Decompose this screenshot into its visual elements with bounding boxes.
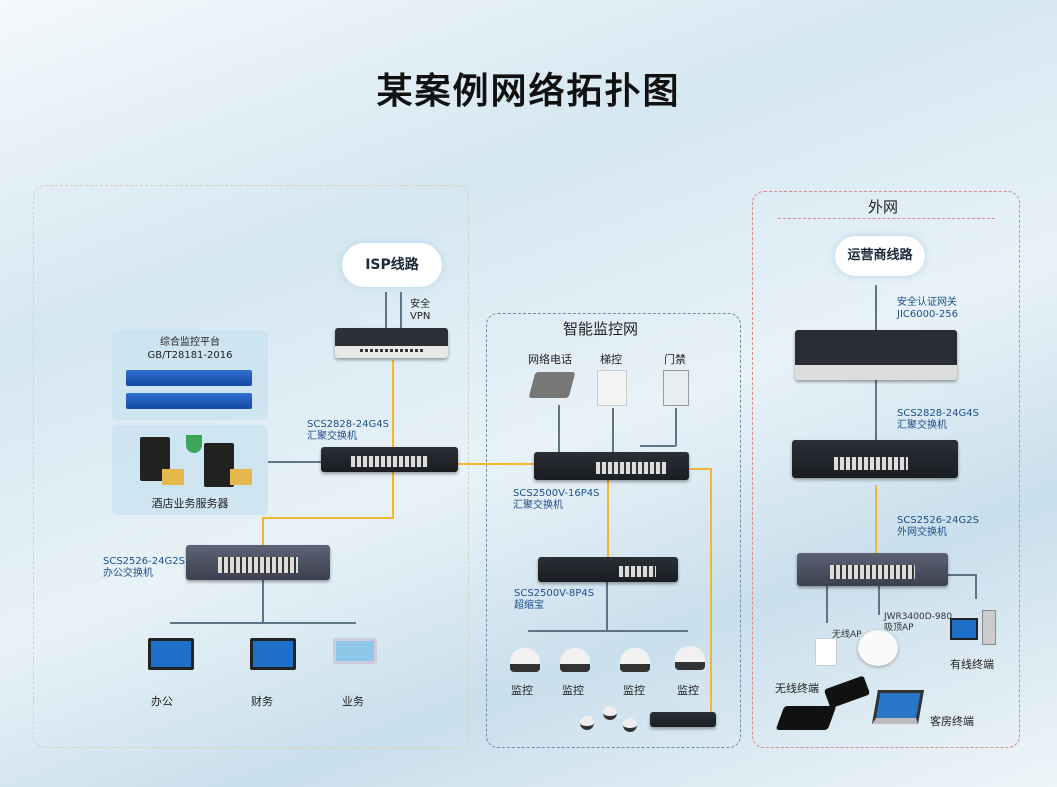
page-title: 某案例网络拓扑图 xyxy=(376,71,681,112)
isp-cloud: ISP线路 xyxy=(342,243,442,287)
vpn-router xyxy=(335,328,448,358)
camera-label: 监控 xyxy=(677,684,699,697)
ip-phone-icon xyxy=(528,372,576,398)
camera-label: 监控 xyxy=(511,684,533,697)
link xyxy=(975,574,977,599)
terminal-label: 办公 xyxy=(151,695,173,708)
link xyxy=(878,585,880,615)
ext-agg-switch xyxy=(792,440,958,478)
divider xyxy=(778,218,995,219)
wireless-terminal-label: 无线终端 xyxy=(775,682,819,695)
link xyxy=(385,292,387,328)
auth-gateway xyxy=(795,330,957,380)
link xyxy=(606,582,608,630)
surveillance-zone xyxy=(486,313,741,748)
platform-panel: 综合监控平台 GB/T28181-2016 xyxy=(112,330,268,420)
link xyxy=(612,408,614,452)
terminal-label: 财务 xyxy=(251,695,273,708)
internal-zone xyxy=(33,185,469,748)
elevator-control-icon xyxy=(597,370,627,406)
camera-icon xyxy=(510,648,540,672)
link xyxy=(689,468,711,470)
link xyxy=(262,517,264,545)
link xyxy=(558,405,560,452)
link xyxy=(170,622,356,624)
camera-icon xyxy=(675,646,705,670)
server-icon xyxy=(204,443,234,487)
link xyxy=(710,468,712,718)
poe-switch xyxy=(538,557,678,582)
link xyxy=(400,292,402,328)
camera-label: 监控 xyxy=(562,684,584,697)
external-zone-header: 外网 xyxy=(868,198,899,216)
device-label: 门禁 xyxy=(664,353,686,366)
link xyxy=(948,574,976,576)
ext-switch xyxy=(797,553,948,586)
device-label: 梯控 xyxy=(600,353,622,366)
camera-icon xyxy=(620,648,650,672)
core-switch xyxy=(321,447,458,472)
link xyxy=(826,585,828,623)
platform-standard: GB/T28181-2016 xyxy=(147,350,233,361)
terminal-label: 业务 xyxy=(342,695,364,708)
platform-label: 综合监控平台 xyxy=(160,337,220,348)
shield-icon xyxy=(186,435,202,453)
folder-icon xyxy=(230,469,252,485)
monitor-icon xyxy=(148,638,194,670)
link xyxy=(607,480,609,557)
wired-terminal-label: 有线终端 xyxy=(950,658,994,671)
laptop-icon xyxy=(872,690,924,724)
carrier-label: 运营商线路 xyxy=(847,248,913,263)
guest-terminal-label: 客房终端 xyxy=(930,715,974,728)
external-zone xyxy=(752,191,1020,748)
servers-label: 酒店业务服务器 xyxy=(151,497,229,510)
camera-icon xyxy=(623,718,637,732)
servers-panel: 酒店业务服务器 xyxy=(112,425,268,515)
link xyxy=(528,630,688,632)
nvr xyxy=(650,712,716,727)
ceiling-ap-icon xyxy=(858,630,898,666)
link xyxy=(875,485,877,553)
kiosk-icon xyxy=(333,638,377,664)
camera-icon xyxy=(560,648,590,672)
office-switch xyxy=(186,545,330,580)
tablet-icon xyxy=(775,706,837,730)
folder-icon xyxy=(162,469,184,485)
link xyxy=(875,380,877,440)
access-control-icon xyxy=(663,370,689,406)
isp-label: ISP线路 xyxy=(365,257,419,273)
carrier-cloud: 运营商线路 xyxy=(835,236,925,276)
surveillance-agg-switch xyxy=(534,452,689,480)
link xyxy=(675,408,677,446)
wireless-ap-icon xyxy=(815,638,837,666)
pc-tower-icon xyxy=(982,610,996,645)
camera-icon xyxy=(603,706,617,720)
link xyxy=(458,463,534,465)
desktop-icon xyxy=(950,618,978,640)
server-rack-icon xyxy=(126,393,252,409)
surveillance-zone-header: 智能监控网 xyxy=(563,320,639,338)
device-label: 网络电话 xyxy=(528,353,572,366)
camera-icon xyxy=(580,716,594,730)
link xyxy=(640,445,676,447)
camera-label: 监控 xyxy=(623,684,645,697)
monitor-icon xyxy=(250,638,296,670)
server-rack-icon xyxy=(126,370,252,386)
wireless-ap-label: 无线AP xyxy=(832,630,862,640)
link xyxy=(268,461,322,463)
link xyxy=(262,580,264,622)
link xyxy=(875,285,877,330)
link xyxy=(392,360,394,518)
link xyxy=(262,517,394,519)
